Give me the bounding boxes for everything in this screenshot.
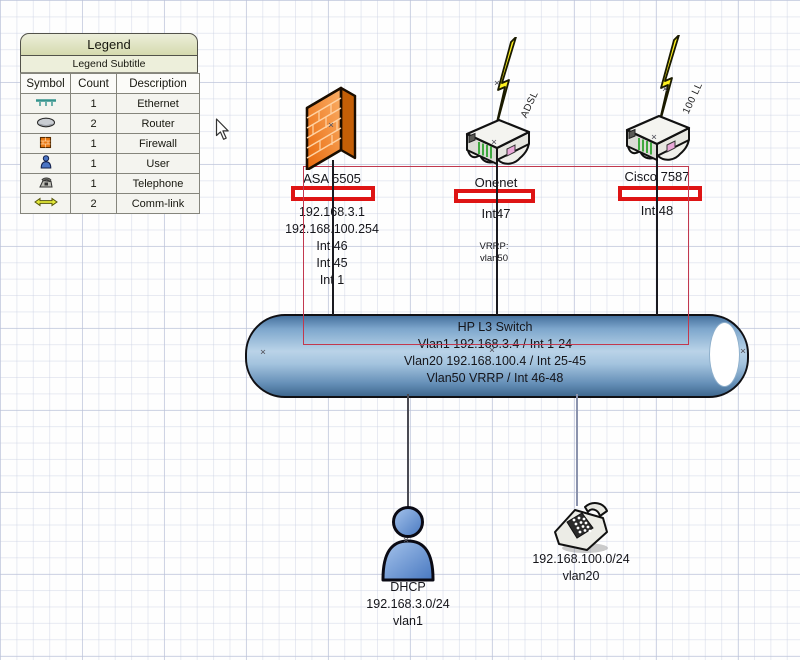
legend-title: Legend [20,33,198,56]
router-icon [20,113,71,134]
firewall-detail-line: Int 1 [319,273,345,287]
legend-description: Telephone [116,173,200,194]
legend-description: Comm-link [116,193,200,214]
legend-count: 1 [70,153,117,174]
user-endpoint-labels: DHCP 192.168.3.0/24 vlan1 [366,579,449,630]
connector-onenet-switch[interactable] [496,138,498,315]
switch-vlan50-line: Vlan50 VRRP / Int 46-48 [426,371,564,385]
selection-handle: × [491,137,498,148]
telephone-shape[interactable] [549,498,611,554]
switch-vlan20-line: Vlan20 192.168.100.4 / Int 25-45 [403,354,587,368]
legend-description: Router [116,113,200,134]
legend-count: 2 [70,193,117,214]
legend-header-row: Symbol Count Description [20,73,200,94]
legend-col-count: Count [70,73,117,94]
router-onenet-shape[interactable] [459,116,535,172]
connector-cisco-switch[interactable] [656,134,658,315]
phone-endpoint-line: vlan20 [562,569,600,583]
connector-firewall-switch[interactable] [332,160,334,315]
selection-handle: × [489,345,496,356]
switch-text: HP L3 Switch Vlan1 192.168.3.4 / Int 1-2… [245,319,745,387]
selection-handle: × [403,535,410,546]
legend-col-description: Description [116,73,200,94]
ethernet-icon [20,93,71,114]
switch-title: HP L3 Switch [457,320,533,334]
legend-row-telephone: 1 Telephone [20,173,200,194]
comm-link-bolt-adsl[interactable] [480,37,522,153]
legend-row-router: 2 Router [20,113,200,134]
onenet-highlight-box[interactable] [454,189,535,203]
vrrp-note-line: VRRP: [479,241,509,252]
legend-box[interactable]: Legend Legend Subtitle Symbol Count Desc… [20,33,200,214]
router-cisco-shape[interactable] [619,112,695,168]
cylinder-end-ellipse [709,322,740,387]
legend-subtitle: Legend Subtitle [20,56,198,73]
cisco-highlight-box[interactable] [618,186,702,201]
legend-row-ethernet: 1 Ethernet [20,93,200,114]
comm-link-bolt-100ll[interactable] [643,35,685,151]
user-endpoint-line: 192.168.3.0/24 [366,597,450,611]
legend-count: 1 [70,173,117,194]
user-shape[interactable] [379,505,437,583]
switch-cylinder[interactable] [245,314,749,398]
selection-handle: × [328,120,335,131]
legend-table: Symbol Count Description 1 Ethernet 2 Ro… [20,73,200,214]
firewall-shape[interactable] [299,84,363,170]
selection-handle: × [651,132,658,143]
legend-description: Firewall [116,133,200,154]
comm-link-icon [20,193,71,214]
user-endpoint-line: DHCP [390,580,426,594]
firewall-detail-line: 192.168.3.1 [285,204,379,221]
selection-handle: × [260,347,267,358]
legend-count: 2 [70,113,117,134]
legend-count: 1 [70,93,117,114]
firewall-icon [20,133,71,154]
legend-row-user: 1 User [20,153,200,174]
vrrp-note-line: vlan50 [479,253,508,264]
user-icon [20,153,71,174]
user-endpoint-line: vlan1 [393,614,423,628]
onenet-vrrp-note: VRRP: vlan50 [479,241,508,265]
legend-row-firewall: 1 Firewall [20,133,200,154]
mouse-cursor-icon [215,118,229,140]
legend-description: Ethernet [116,93,200,114]
telephone-icon [20,173,71,194]
connector-switch-phone[interactable] [576,394,578,506]
connector-switch-user[interactable] [407,394,409,512]
phone-endpoint-labels: 192.168.100.0/24 vlan20 [532,551,629,585]
selection-handle: × [662,84,669,95]
selection-handle: × [494,78,501,89]
selection-handle: × [740,346,747,357]
legend-row-comm-link: 2 Comm-link [20,193,200,214]
legend-count: 1 [70,133,117,154]
phone-endpoint-line: 192.168.100.0/24 [532,552,630,566]
legend-col-symbol: Symbol [20,73,71,94]
legend-description: User [116,153,200,174]
